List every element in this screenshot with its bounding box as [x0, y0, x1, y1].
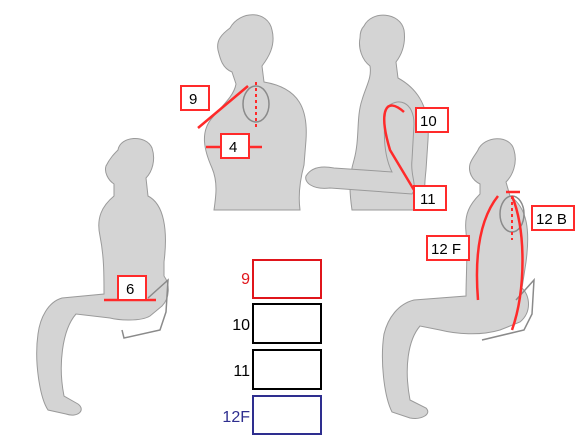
arm-figure: 10 11 [306, 15, 448, 210]
row-label-10: 10 [210, 317, 250, 335]
label-6: 6 [126, 281, 134, 298]
seated-figure-left: 6 [37, 138, 169, 415]
label-4: 4 [229, 139, 237, 156]
measurement-input-11[interactable] [252, 349, 322, 390]
label-12b: 12 B [536, 211, 567, 228]
label-11: 11 [420, 191, 436, 208]
row-label-9: 9 [210, 271, 250, 289]
measurement-input-10[interactable] [252, 303, 322, 344]
row-label-12f: 12F [210, 409, 250, 427]
standing-figure: 9 4 [181, 15, 306, 210]
label-12f: 12 F [431, 241, 461, 258]
label-10: 10 [420, 113, 437, 130]
row-label-11: 11 [210, 363, 250, 381]
measurement-input-12f[interactable] [252, 395, 322, 435]
label-9: 9 [189, 91, 197, 108]
measurement-input-9[interactable] [252, 259, 322, 299]
